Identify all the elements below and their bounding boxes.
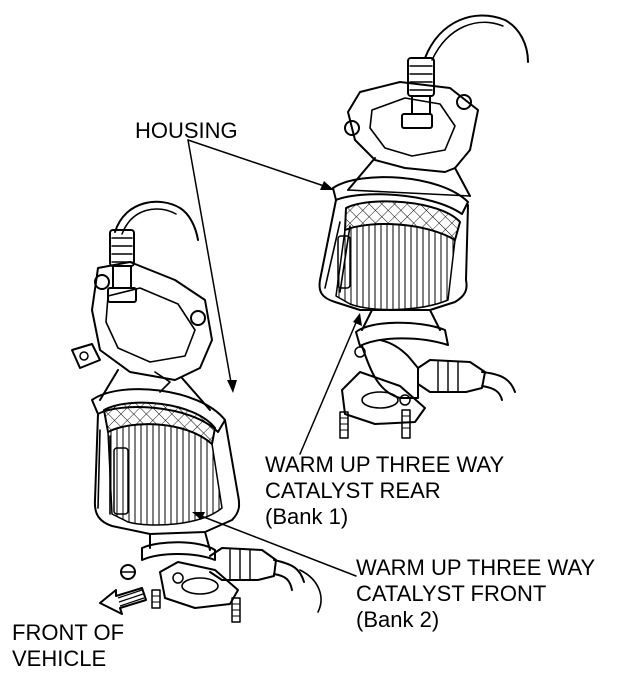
rear-label-line2: CATALYST REAR <box>265 478 441 503</box>
front-upper-flange <box>91 261 213 381</box>
rear-label-line1: WARM UP THREE WAY <box>265 452 505 477</box>
rear-lower-flange <box>341 371 426 425</box>
rear-side-sensor <box>417 359 516 401</box>
leader-lines <box>187 139 359 577</box>
front-label-line1: WARM UP THREE WAY <box>356 555 596 580</box>
oxygen-sensor-icon <box>401 57 435 129</box>
front-housing <box>93 413 241 535</box>
mounting-stud-icon <box>151 589 241 623</box>
front-sensor-wire <box>114 200 199 241</box>
rear-outlet-pipe <box>361 339 419 399</box>
front-lower-flange <box>159 561 239 609</box>
front-side-sensor <box>209 547 305 591</box>
direction-label-line1: FRONT OF <box>12 620 125 645</box>
mounting-stud-icon <box>339 409 411 439</box>
housing-label: HOUSING <box>135 118 238 143</box>
front-label-line3: (Bank 2) <box>356 607 440 632</box>
leader-arrowheads <box>192 181 362 520</box>
rear-housing-rim <box>332 176 469 215</box>
direction-arrow-icon <box>99 587 147 615</box>
rear-catalyst-assembly <box>318 14 529 439</box>
direction-label-line2: VEHICLE <box>12 646 107 671</box>
oxygen-sensor-icon <box>107 229 137 303</box>
rear-label-line3: (Bank 1) <box>265 504 349 529</box>
rear-sensor-wire <box>424 14 529 63</box>
front-catalyst-assembly <box>71 200 322 623</box>
front-label-line2: CATALYST FRONT <box>356 581 547 606</box>
